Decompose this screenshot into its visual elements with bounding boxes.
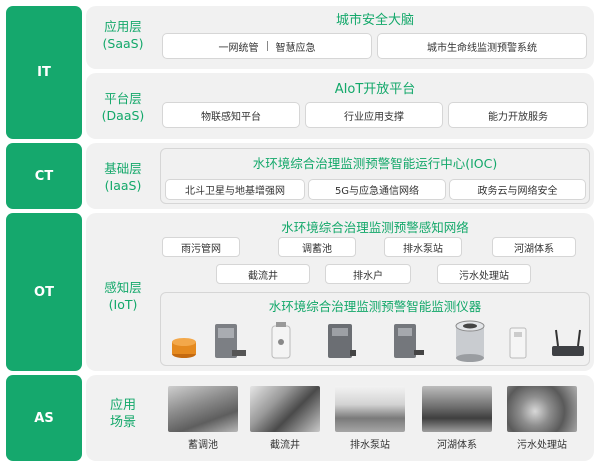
disc-sensor-icon xyxy=(172,338,196,358)
scene-caption: 蓄调池 xyxy=(188,440,218,451)
daas-item: 物联感知平台 xyxy=(162,102,300,128)
separator xyxy=(266,41,268,51)
iaas-frame xyxy=(160,148,590,204)
iot-network-title: 水环境综合治理监测预警感知网络 xyxy=(281,220,469,235)
instrument-icons xyxy=(172,320,584,362)
sensing-node: 调蓄池 xyxy=(278,237,356,257)
daas-label: 平台层(DaaS) xyxy=(101,91,145,123)
layer-tag-as: AS xyxy=(6,375,82,461)
sensing-node: 污水处理站 xyxy=(437,264,531,284)
layer-tag-ot: OT xyxy=(6,213,82,371)
scene-photo-storage-tank xyxy=(168,386,238,432)
saas-title: 城市安全大脑 xyxy=(335,13,414,28)
instrument-frame xyxy=(160,292,590,366)
saas-label: 应用层(SaaS) xyxy=(102,19,144,51)
instrument-title: 水环境综合治理监测预警智能监测仪器 xyxy=(268,299,482,314)
scene-photo-treatment-plant xyxy=(507,386,577,432)
iaas-item: 政务云与网络安全 xyxy=(449,179,586,200)
scene-caption: 截流井 xyxy=(270,440,300,451)
saas-box-right: 城市生命线监测预警系统 xyxy=(377,33,587,59)
saas-box-left: 一网统管 智慧应急 xyxy=(162,33,372,59)
sensing-node: 排水户 xyxy=(325,264,411,284)
scene-caption: 排水泵站 xyxy=(350,440,390,451)
iaas-title: 水环境综合治理监测预警智能运行中心(IOC) xyxy=(252,156,498,171)
scenes-label: 应用场景 xyxy=(109,398,136,430)
data-logger-icon xyxy=(394,324,424,358)
daas-title: AIoT开放平台 xyxy=(334,82,416,97)
iaas-label: 基础层(IaaS) xyxy=(104,161,142,193)
flow-meter-icon xyxy=(455,320,485,362)
sensing-node: 雨污管网 xyxy=(162,237,240,257)
box-instrument-icon xyxy=(215,324,246,358)
sensing-node: 截流井 xyxy=(216,264,310,284)
scene-caption: 污水处理站 xyxy=(517,440,567,451)
sensing-node: 排水泵站 xyxy=(384,237,462,257)
rtu-box-icon xyxy=(328,324,356,358)
sensing-node: 河湖体系 xyxy=(492,237,576,257)
daas-item: 行业应用支撑 xyxy=(305,102,443,128)
daas-item: 能力开放服务 xyxy=(448,102,588,128)
iaas-item: 北斗卫星与地基增强网 xyxy=(165,179,305,200)
layer-tag-it: IT xyxy=(6,6,82,139)
iaas-item: 5G与应急通信网络 xyxy=(308,179,446,200)
gateway-device-icon xyxy=(509,327,527,359)
saas-item-emergency: 智慧应急 xyxy=(275,42,316,54)
water-level-sensor-icon xyxy=(271,322,291,359)
scene-photo-pump-station xyxy=(335,386,405,432)
scene-caption: 河湖体系 xyxy=(437,440,477,451)
iot-label: 感知层(IoT) xyxy=(104,280,142,312)
saas-item-unified: 一网统管 xyxy=(218,42,259,54)
scene-photo-interceptor-well xyxy=(250,386,320,432)
router-icon xyxy=(552,329,584,356)
scene-photo-river-lake xyxy=(422,386,492,432)
layer-tag-ct: CT xyxy=(6,143,82,209)
